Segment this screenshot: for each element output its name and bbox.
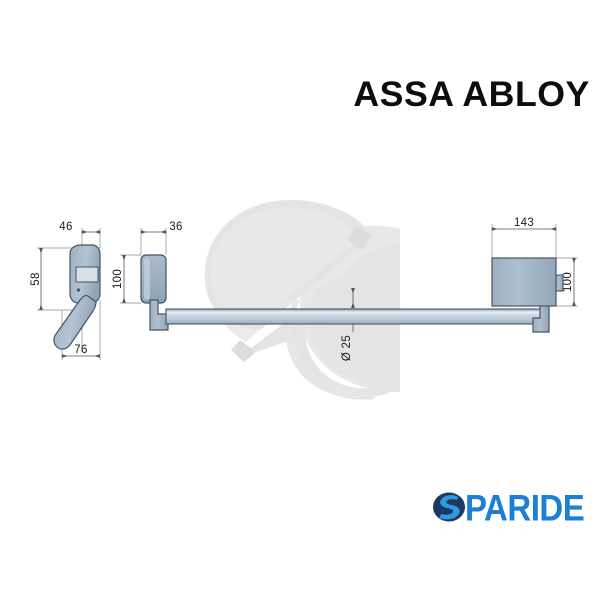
paride-swoosh-icon bbox=[432, 490, 466, 524]
dimension-143: 143 bbox=[492, 217, 556, 231]
dimension-46-label: 46 bbox=[59, 221, 72, 233]
horizontal-push-bar bbox=[165, 308, 549, 325]
left-block-highlight bbox=[144, 258, 150, 300]
dimension-58-label: 58 bbox=[30, 272, 42, 285]
dimension-diameter-25-label: Ø 25 bbox=[341, 335, 353, 361]
dimension-143-label: 143 bbox=[514, 217, 534, 229]
dimension-46: 46 bbox=[59, 221, 100, 234]
s-swoosh-watermark bbox=[204, 200, 400, 400]
side-profile-endcap bbox=[69, 244, 101, 304]
dimension-76-label: 76 bbox=[74, 344, 87, 356]
dimension-100-right: 100 bbox=[562, 258, 576, 306]
right-housing-block bbox=[491, 257, 564, 307]
left-end-block bbox=[140, 254, 167, 304]
assa-abloy-logo-text: ASSA ABLOY bbox=[353, 75, 590, 114]
side-profile-lever-arm bbox=[53, 295, 97, 350]
right-housing-tab bbox=[555, 274, 564, 292]
assa-abloy-logo: ASSA ABLOY bbox=[353, 72, 590, 118]
endcap-plate-detail bbox=[75, 266, 99, 283]
dimension-100-left: 100 bbox=[112, 255, 126, 303]
dimension-76: 76 bbox=[62, 344, 100, 358]
dimension-100-left-label: 100 bbox=[112, 269, 124, 289]
dimension-36: 36 bbox=[141, 221, 182, 234]
dimension-58: 58 bbox=[30, 248, 43, 310]
endcap-screw-dot bbox=[76, 288, 81, 292]
left-bar-connector bbox=[149, 299, 169, 331]
paride-logo: PARIDE bbox=[432, 486, 588, 528]
front-elevation-view: 36 100 143 100 Ø 25 bbox=[112, 217, 578, 361]
dimension-100-right-label: 100 bbox=[562, 272, 574, 292]
dimension-36-label: 36 bbox=[169, 221, 182, 233]
paride-logo-text: PARIDE bbox=[465, 486, 585, 528]
side-profile-view: 46 58 76 bbox=[30, 221, 101, 360]
